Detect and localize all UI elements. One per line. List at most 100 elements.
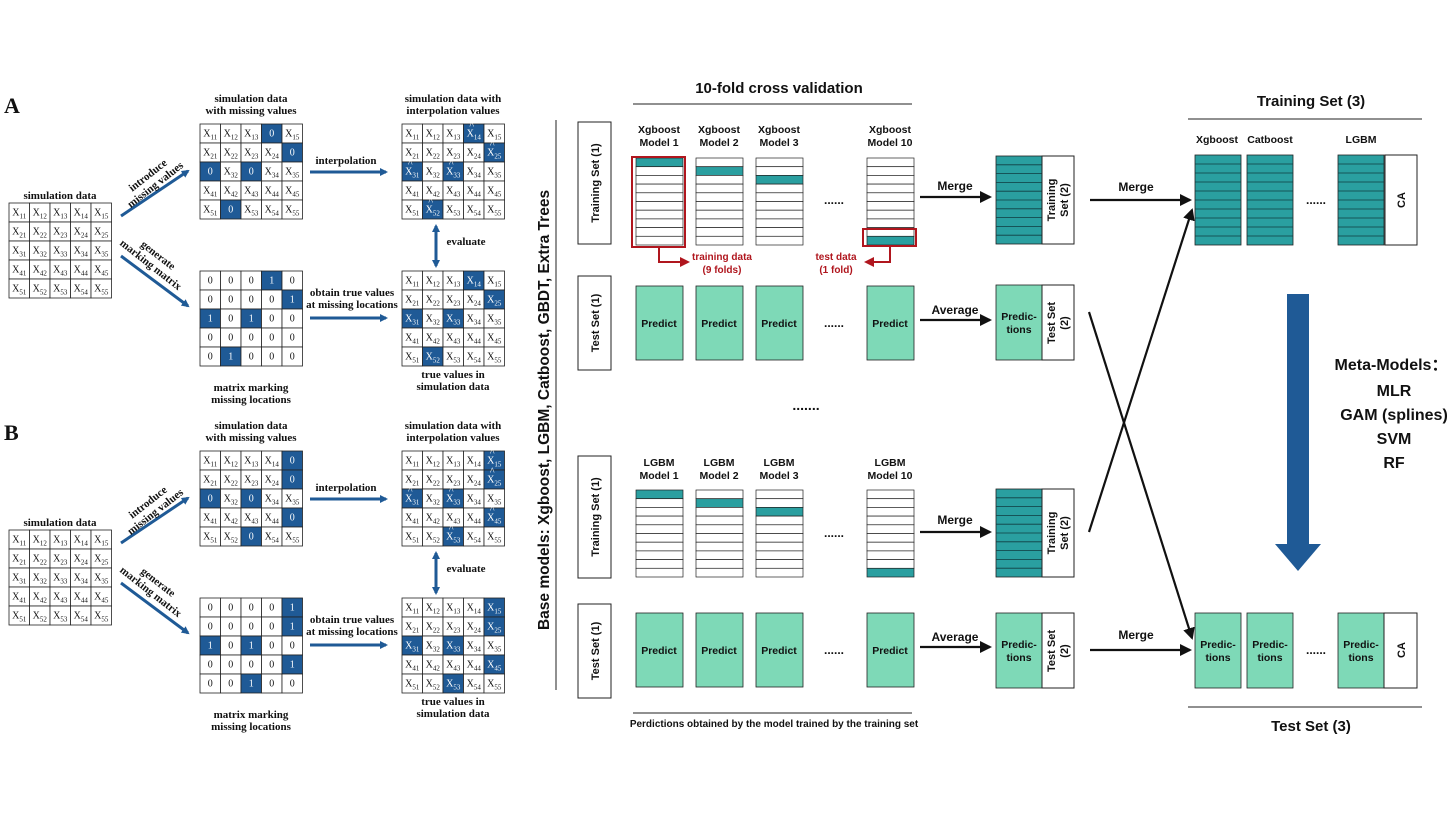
svg-text:0: 0 <box>290 333 295 344</box>
fold <box>866 507 915 517</box>
fold <box>635 175 684 185</box>
svg-text:1: 1 <box>290 622 295 633</box>
svg-text:Test Set: Test Set <box>1046 302 1058 344</box>
matrix-cell-text: X13 <box>53 208 68 221</box>
matrix-cell-text: X53 <box>53 284 68 297</box>
svg-text:0: 0 <box>290 148 295 159</box>
svg-text:0: 0 <box>228 679 233 690</box>
matrix-cell-text: X51 <box>405 679 420 692</box>
svg-text:at missing locations: at missing locations <box>306 626 398 638</box>
matrix-cell-text: X13 <box>446 129 461 142</box>
fold <box>755 567 804 578</box>
fold <box>755 201 804 211</box>
svg-text:Predict: Predict <box>872 318 908 330</box>
fold <box>695 567 744 578</box>
svg-text:Predic-: Predic- <box>1001 639 1037 651</box>
matrix-cell-text: X21 <box>203 475 218 488</box>
svg-text:evaluate: evaluate <box>446 563 485 575</box>
fold <box>755 498 804 508</box>
matrix-cell-text: X15 <box>285 129 300 142</box>
matrix-cell-text: X24 <box>74 227 89 240</box>
fold <box>635 567 684 578</box>
matrix-cell-text: X25 <box>487 295 502 308</box>
matrix-cell-text: X44 <box>467 333 482 346</box>
dots: ...... <box>824 316 844 330</box>
matrix-cell-text: X52 <box>426 352 441 365</box>
svg-text:^: ^ <box>490 140 495 151</box>
matrix-cell-text: X44 <box>265 186 280 199</box>
training-set-3-title: Training Set (3) <box>1257 93 1365 110</box>
matrix-cell-text: X52 <box>224 532 239 545</box>
svg-text:Training Set (1): Training Set (1) <box>590 477 602 557</box>
svg-text:(2): (2) <box>1059 644 1071 658</box>
matrix-cell-text: X52 <box>426 532 441 545</box>
fold <box>635 183 684 194</box>
matrix-cell-text: X43 <box>53 265 68 278</box>
fold-stack <box>635 157 684 246</box>
matrix-cell-text: X14 <box>467 456 482 469</box>
matrix-cell-text: X31 <box>405 314 420 327</box>
matrix-cell-text: X42 <box>426 333 441 346</box>
matrix-cell-text: X55 <box>285 532 300 545</box>
fold <box>635 166 684 176</box>
fold <box>755 533 804 543</box>
svg-text:tions: tions <box>1006 324 1031 336</box>
svg-text:LGBM: LGBM <box>764 457 795 469</box>
matrix-cell-text: X43 <box>446 186 461 199</box>
svg-text:0: 0 <box>249 333 254 344</box>
fold <box>866 166 915 176</box>
matrix-cell-text: X43 <box>446 333 461 346</box>
matrix-cell-text: X14 <box>265 456 280 469</box>
fold <box>635 524 684 534</box>
matrix-cell <box>483 346 505 367</box>
matrix-cell-text: X25 <box>487 148 502 161</box>
svg-text:Average: Average <box>932 630 979 644</box>
matrix-cell-text: X35 <box>487 494 502 507</box>
fold <box>695 559 744 569</box>
matrix-cell-text: X25 <box>94 554 109 567</box>
matrix-cell-text: X45 <box>487 660 502 673</box>
fold-stack <box>866 157 915 246</box>
svg-text:0: 0 <box>269 129 274 140</box>
matrix-cell-text: X34 <box>265 494 280 507</box>
svg-text:Training: Training <box>1046 512 1058 555</box>
svg-text:0: 0 <box>269 314 274 325</box>
fold <box>866 515 915 526</box>
matrix-cell-text: X51 <box>405 205 420 218</box>
fold <box>866 559 915 569</box>
fold <box>755 489 804 500</box>
matrix-cell-text: X21 <box>405 475 420 488</box>
matrix-cell-text: X21 <box>12 554 27 567</box>
matrix-cell-text: X23 <box>244 475 259 488</box>
fold <box>635 218 684 228</box>
fold <box>695 541 744 552</box>
svg-text:Model 3: Model 3 <box>759 470 798 482</box>
matrix-cell-text: X53 <box>446 679 461 692</box>
matrix-cell-text: X41 <box>12 265 27 278</box>
matrix-cell-text: X12 <box>426 129 441 142</box>
fold <box>755 507 804 517</box>
svg-text:GAM (splines): GAM (splines) <box>1340 407 1447 424</box>
matrix-cell-text: X24 <box>265 475 280 488</box>
svg-text:Model 1: Model 1 <box>639 137 678 149</box>
vertical-ellipsis: ....... <box>792 397 819 413</box>
training-data-highlight: training data (9 folds) <box>631 156 752 276</box>
svg-text:1: 1 <box>249 679 254 690</box>
fold <box>695 218 744 228</box>
matrix-cell-text: X15 <box>94 208 109 221</box>
svg-text:Predic-: Predic- <box>1343 639 1379 651</box>
svg-text:0: 0 <box>208 167 213 178</box>
matrix-cell-text: X55 <box>285 205 300 218</box>
svg-text:Predic-: Predic- <box>1252 639 1288 651</box>
svg-text:1: 1 <box>228 352 233 363</box>
matrix-cell-text: X43 <box>244 186 259 199</box>
training-set-1-bottom: Training Set (1) <box>577 455 612 579</box>
matrix-cell-text: X41 <box>12 592 27 605</box>
matrix-cell-text: X53 <box>53 611 68 624</box>
matrix-cell-text: X34 <box>467 167 482 180</box>
meta-section: Training Set (3) Xgboost Catboost LGBM .… <box>1087 93 1447 735</box>
matrix-cell-text: X53 <box>446 352 461 365</box>
